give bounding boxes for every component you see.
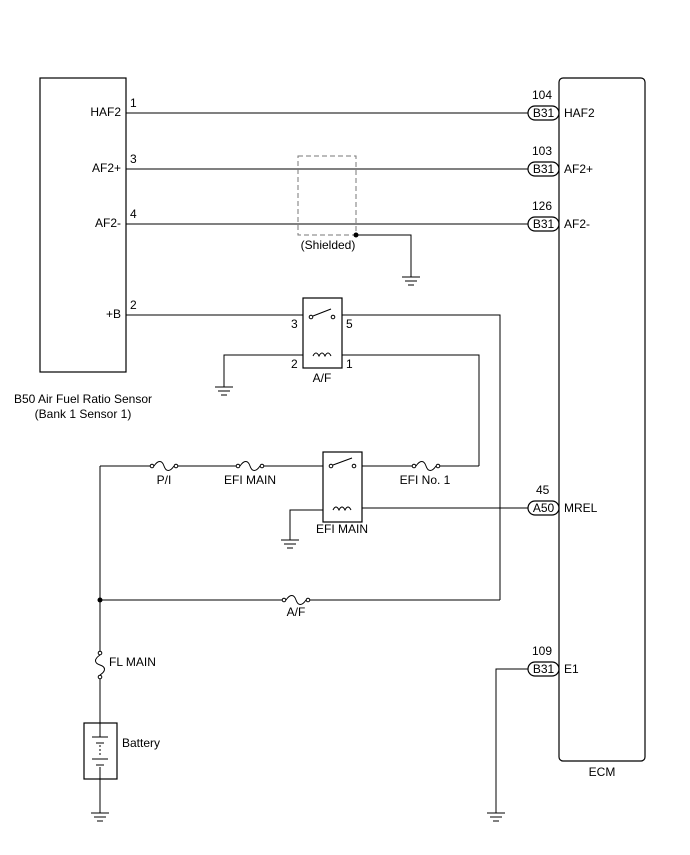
- ecm-terminal-label: E1: [564, 662, 579, 676]
- ecm-terminal-label: MREL: [564, 501, 598, 515]
- sensor-pin-2: 2: [130, 298, 137, 312]
- ecm-pin-109: 109: [532, 644, 552, 658]
- af-relay-pin-5: 5: [346, 317, 353, 331]
- ecm-terminal-label: HAF2: [564, 106, 595, 120]
- fuse-icon: [281, 595, 311, 605]
- ground-icon: [91, 812, 109, 822]
- relay-coil-icon: [332, 506, 352, 512]
- ecm-terminal-haf2: 104 B31 HAF2: [527, 88, 595, 121]
- wire-shield-ground: [356, 234, 412, 277]
- wire-relay-5-bus: [342, 314, 501, 600]
- ecm-terminal-af2-minus: 126 B31 AF2-: [527, 199, 590, 232]
- sensor-pin-1: 1: [130, 96, 137, 110]
- efi-main-relay-box: [322, 451, 363, 523]
- ground-icon: [487, 812, 505, 822]
- ecm-connector-b31: B31: [533, 106, 555, 120]
- af-relay-pin-3: 3: [291, 317, 298, 331]
- fuse-pi-label: P/I: [157, 473, 172, 487]
- fuse-efi-no1-label: EFI No. 1: [400, 473, 451, 487]
- shield-label: (Shielded): [301, 238, 356, 252]
- ecm-connector-a50: A50: [533, 501, 555, 515]
- ecm-connector-b31: B31: [533, 162, 555, 176]
- sensor-pin-4: 4: [130, 207, 137, 221]
- fuse-efi-main-label: EFI MAIN: [224, 473, 276, 487]
- ecm-name: ECM: [589, 765, 616, 779]
- wire-efi-coil-ground: [289, 509, 323, 540]
- fuse-af-label: A/F: [287, 605, 306, 619]
- af-relay-name: A/F: [313, 371, 332, 385]
- af-relay-box: [302, 297, 343, 369]
- fuse-icon: [411, 461, 441, 471]
- ecm-pin-45: 45: [536, 483, 550, 497]
- sensor-terminal-af2-minus: AF2-: [95, 216, 121, 230]
- af-relay-pin-1: 1: [346, 357, 353, 371]
- wire-coil-ground: [223, 354, 303, 387]
- ecm-terminal-af2-plus: 103 B31 AF2+: [527, 144, 593, 177]
- ecm-pin-126: 126: [532, 199, 552, 213]
- fuse-fl-main-label: FL MAIN: [109, 655, 156, 669]
- sensor-box: [39, 77, 127, 373]
- ecm-terminal-e1: 109 B31 E1: [527, 644, 579, 677]
- battery-icon: [92, 723, 108, 779]
- ecm-terminal-label: AF2-: [564, 217, 590, 231]
- fuse-icon: [235, 461, 265, 471]
- ecm-terminal-label: AF2+: [564, 162, 593, 176]
- sensor-name-line2: (Bank 1 Sensor 1): [35, 407, 132, 421]
- ecm-connector-b31: B31: [533, 662, 555, 676]
- sensor-pin-3: 3: [130, 152, 137, 166]
- sensor-terminal-haf2: HAF2: [90, 105, 121, 119]
- sensor-name-line1: B50 Air Fuel Ratio Sensor: [14, 392, 152, 406]
- wire-e1-ground: [495, 668, 528, 813]
- relay-switch-icon: [308, 308, 336, 320]
- ecm-pin-103: 103: [532, 144, 552, 158]
- shield-outline: [297, 155, 357, 236]
- ecm-connector-b31: B31: [533, 217, 555, 231]
- ecm-pin-104: 104: [532, 88, 552, 102]
- ground-icon: [215, 386, 233, 396]
- relay-coil-icon: [312, 352, 332, 358]
- ecm-box: [558, 77, 646, 762]
- fuse-icon: [149, 461, 179, 471]
- battery-label: Battery: [122, 736, 160, 750]
- ground-icon: [402, 276, 420, 286]
- ground-icon: [281, 539, 299, 549]
- sensor-terminal-af2-plus: AF2+: [92, 161, 121, 175]
- fuse-icon: [95, 650, 105, 680]
- relay-switch-icon: [328, 457, 357, 469]
- ecm-terminal-mrel: 45 A50 MREL: [527, 483, 598, 516]
- wire-coil-1: [342, 354, 480, 466]
- sensor-terminal-plus-b: +B: [106, 307, 121, 321]
- efi-main-relay-name: EFI MAIN: [316, 522, 368, 536]
- af-relay-pin-2: 2: [291, 357, 298, 371]
